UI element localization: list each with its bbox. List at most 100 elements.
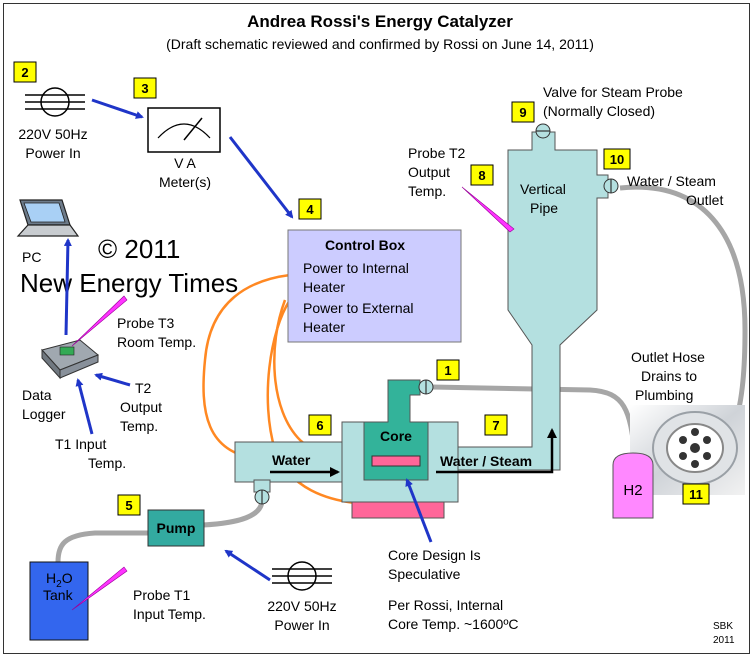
outlet-label: Water / Steam	[627, 173, 716, 189]
steam-outlet-hose	[619, 184, 748, 446]
drain-icon	[630, 405, 745, 495]
diagram-title: Andrea Rossi's Energy Catalyzer	[247, 12, 513, 31]
arrow-note-to-core	[405, 478, 433, 543]
pump-to-inlet-hose	[202, 499, 265, 528]
tank-to-pump-hose	[55, 530, 148, 563]
water-steam-label: Water / Steam	[440, 453, 532, 469]
data-logger-icon	[41, 339, 99, 380]
arrow-power-to-pump	[224, 549, 271, 582]
data-logger-label: Data	[22, 387, 52, 403]
meter-label: Meter(s)	[159, 174, 211, 190]
vertical-pipe-label: Vertical	[520, 181, 566, 197]
svg-text:Power In: Power In	[25, 145, 80, 161]
valve-label: Valve for Steam Probe	[543, 84, 683, 100]
tank-label: H2O	[46, 570, 73, 590]
water-label: Water	[272, 452, 311, 468]
svg-text:3: 3	[141, 81, 148, 96]
pump-label: Pump	[157, 520, 196, 536]
svg-text:Heater: Heater	[303, 319, 345, 335]
diagram-frame	[3, 3, 750, 654]
svg-text:Logger: Logger	[22, 406, 66, 422]
svg-text:Plumbing: Plumbing	[635, 387, 693, 403]
probe-t1	[71, 566, 128, 611]
pc-label: PC	[22, 249, 41, 265]
number-box-4: 4	[298, 198, 322, 220]
svg-text:2011: 2011	[713, 635, 735, 646]
number-box-1: 1	[436, 359, 460, 381]
core-label: Core	[380, 428, 412, 444]
number-box-9: 9	[511, 101, 535, 123]
svg-text:4: 4	[306, 202, 314, 217]
svg-text:1: 1	[444, 363, 451, 378]
svg-text:11: 11	[689, 487, 703, 502]
number-box-10: 10	[603, 148, 631, 170]
outlet-hose-label: Outlet Hose	[631, 349, 705, 365]
svg-text:Outlet: Outlet	[686, 192, 723, 208]
probe-t1-label: Probe T1	[133, 587, 191, 603]
svg-text:Output: Output	[120, 399, 162, 415]
svg-text:Input Temp.: Input Temp.	[133, 606, 206, 622]
svg-text:Temp.: Temp.	[88, 455, 126, 471]
svg-text:Power to External: Power to External	[303, 300, 414, 316]
control-box	[287, 229, 462, 343]
credit: SBK	[713, 621, 733, 632]
t1-input-label: T1 Input	[55, 436, 106, 452]
svg-text:Temp.: Temp.	[120, 418, 158, 434]
svg-text:7: 7	[492, 418, 499, 433]
internal-heater	[371, 455, 421, 467]
meter-icon	[147, 107, 221, 153]
arrow-t2-to-logger	[94, 372, 131, 387]
arrow-power-to-meter	[91, 98, 144, 119]
core-temp-note: Per Rossi, Internal	[388, 597, 503, 613]
number-box-6: 6	[308, 414, 332, 436]
svg-text:Pipe: Pipe	[530, 200, 558, 216]
external-heater	[351, 501, 445, 519]
svg-text:Output: Output	[408, 164, 450, 180]
probe-t3-label: Probe T3	[117, 315, 175, 331]
arrow-t1-to-logger	[75, 378, 94, 435]
number-box-8: 8	[470, 164, 494, 186]
steam-flow-arrow	[436, 428, 557, 474]
svg-text:Heater: Heater	[303, 279, 345, 295]
probe-t2	[461, 186, 515, 233]
external-heater-wire	[202, 273, 291, 461]
svg-text:Drains to: Drains to	[641, 368, 697, 384]
watermark-name: New Energy Times	[20, 268, 238, 298]
svg-text:10: 10	[610, 152, 624, 167]
power-in-bottom-label: 220V 50Hz	[267, 598, 336, 614]
core-design-note: Core Design Is	[388, 547, 481, 563]
copyright-watermark: © 2011	[98, 234, 180, 264]
svg-text:Room Temp.: Room Temp.	[117, 334, 196, 350]
probe-t2-label: Probe T2	[408, 145, 466, 161]
arrow-logger-to-pc	[63, 238, 72, 336]
meter-va: V A	[174, 155, 196, 171]
power-in-top-symbol	[25, 87, 85, 117]
svg-text:Temp.: Temp.	[408, 183, 446, 199]
svg-text:(Normally Closed): (Normally Closed)	[543, 103, 655, 119]
svg-text:Tank: Tank	[43, 587, 74, 603]
h2-label: H2	[623, 482, 642, 499]
svg-text:Speculative: Speculative	[388, 566, 461, 582]
number-box-11: 11	[682, 483, 710, 505]
svg-text:Core Temp. ~1600ºC: Core Temp. ~1600ºC	[388, 616, 519, 632]
svg-text:6: 6	[316, 418, 323, 433]
h2-tank	[612, 452, 654, 519]
number-box-3: 3	[133, 77, 157, 99]
arrow-meter-to-control	[228, 136, 294, 219]
svg-text:5: 5	[125, 498, 132, 513]
svg-text:9: 9	[519, 105, 526, 120]
water-tank	[29, 561, 89, 641]
power-in-top-label: 220V 50Hz	[18, 126, 87, 142]
svg-text:8: 8	[478, 168, 485, 183]
number-box-5: 5	[117, 494, 141, 516]
diagram-subtitle: (Draft schematic reviewed and confirmed …	[166, 36, 594, 52]
svg-text:Power to Internal: Power to Internal	[303, 260, 409, 276]
svg-text:Power In: Power In	[274, 617, 329, 633]
power-in-bottom-symbol	[272, 561, 332, 591]
control-box-title: Control Box	[325, 237, 405, 253]
number-box-7: 7	[484, 414, 508, 436]
probe-t3	[71, 295, 128, 347]
number-box-2: 2	[13, 61, 37, 83]
t2-output-label: T2	[135, 380, 152, 396]
